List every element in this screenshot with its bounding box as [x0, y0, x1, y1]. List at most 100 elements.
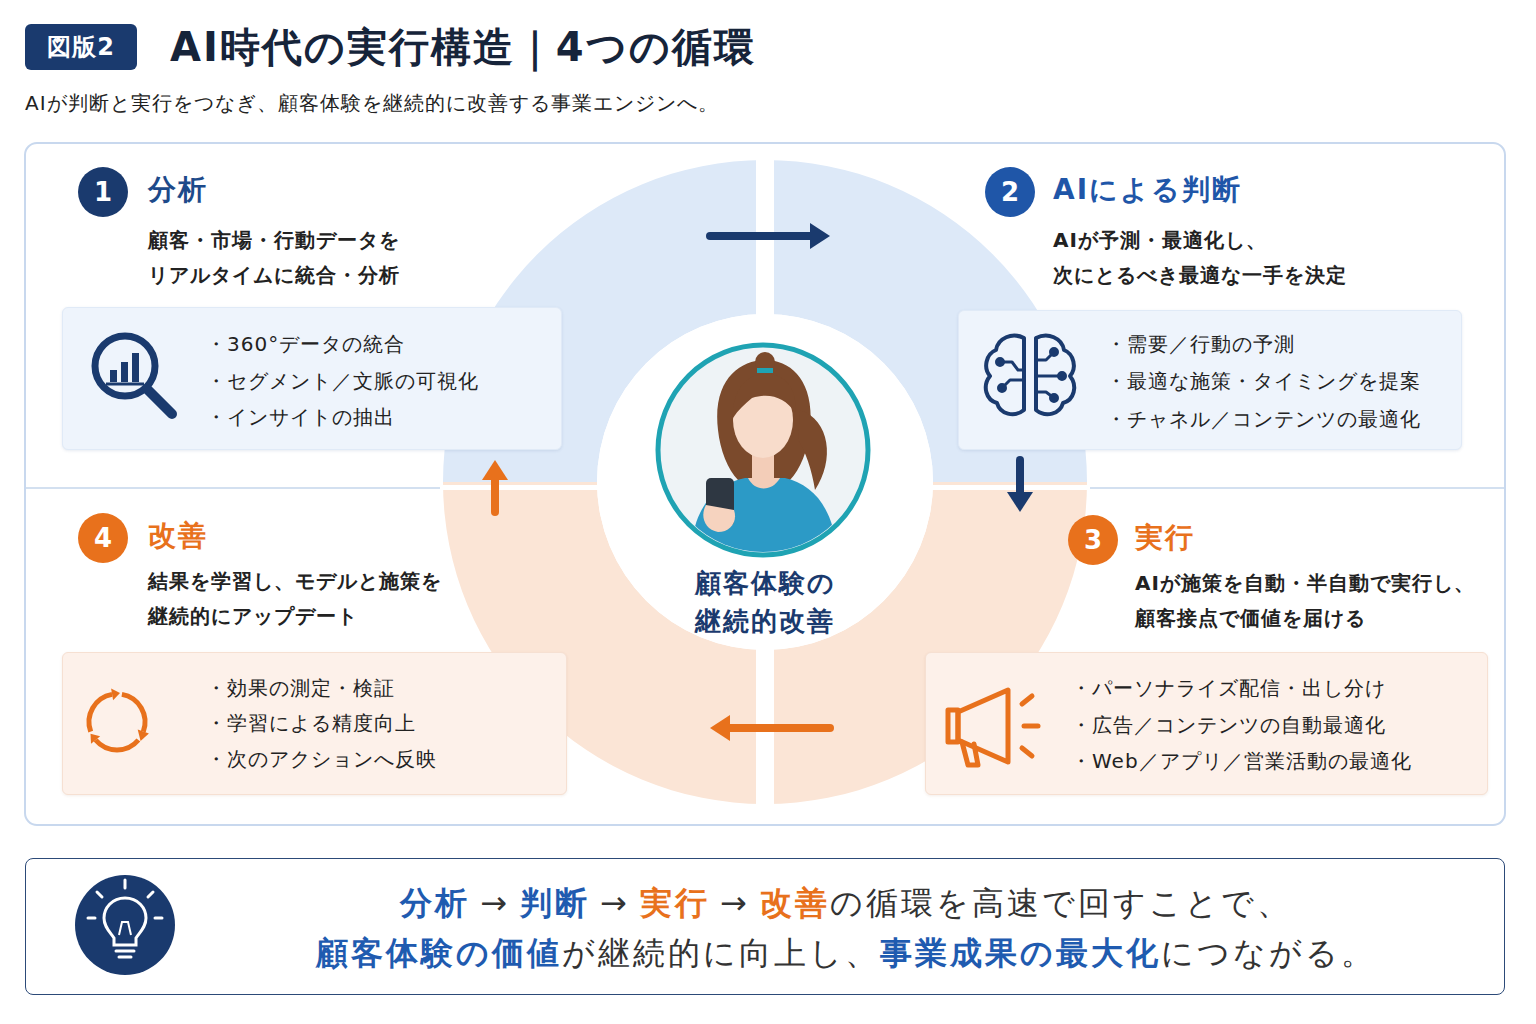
node-dot: [1051, 395, 1057, 401]
bullet-item: ・パーソナライズ配信・出し分け: [1071, 674, 1386, 702]
bullet-item: ・次のアクションへ反映: [206, 745, 437, 773]
flow-arrow: [1007, 460, 1033, 512]
section-body: AIが予測・最適化し、 次にとるべき最適な一手を決定: [1053, 223, 1393, 293]
flow-arrow: [482, 460, 508, 512]
arrow-shaft: [710, 232, 814, 240]
bulb-badge: [75, 875, 175, 975]
step-circle: 1: [78, 167, 128, 217]
ray: [124, 880, 127, 888]
hair-bun: [755, 352, 775, 372]
hair-back: [717, 360, 811, 480]
cycle-head: [111, 689, 120, 701]
bullet-item: ・需要／行動の予測: [1106, 330, 1295, 358]
statement-part: →: [720, 884, 750, 922]
arrow-head: [482, 460, 508, 480]
bar: [121, 362, 128, 382]
node-dot: [997, 359, 1003, 365]
diagram-title: AI時代の実行構造｜4つの循環: [170, 22, 756, 72]
flow-arrow: [710, 223, 830, 249]
neck: [752, 452, 774, 482]
node-dot: [1051, 349, 1057, 355]
ray: [148, 892, 153, 897]
section-heading: 分析: [148, 172, 208, 208]
cycle-arc: [96, 740, 139, 750]
filament: [119, 922, 131, 935]
bulb-base: [119, 956, 131, 959]
section-body: AIが施策を自動・半自動で実行し、 顧客接点で価値を届ける: [1135, 566, 1495, 636]
bullet-box: ・パーソナライズ配信・出し分け・広告／コンテンツの自動最適化・Web／アプリ／営…: [925, 652, 1488, 795]
bullet-item: ・インサイトの抽出: [206, 403, 395, 431]
bullet-item: ・チャネル／コンテンツの最適化: [1106, 405, 1421, 433]
cycle-head: [138, 730, 149, 741]
circuit: [1036, 375, 1062, 378]
phone: [706, 478, 734, 526]
section-body: 結果を学習し、モデルと施策を 継続的にアップデート: [148, 564, 468, 634]
step-circle: 4: [78, 513, 128, 563]
section-panel: 改善結果を学習し、モデルと施策を 継続的にアップデート4・効果の測定・検証・学習…: [60, 512, 710, 800]
bullet-item: ・最適な施策・タイミングを提案: [1106, 367, 1421, 395]
circuit: [1000, 362, 1024, 370]
step-circle: 3: [1068, 515, 1118, 565]
circuit: [1036, 392, 1054, 398]
hair-fringe: [733, 374, 796, 418]
brain-right: [1036, 336, 1074, 415]
bullet-item: ・Web／アプリ／営業活動の最適化: [1071, 747, 1412, 775]
arrow-head: [710, 715, 730, 741]
circuit: [1036, 352, 1054, 360]
bullet-box: ・需要／行動の予測・最適な施策・タイミングを提案・チャネル／コンテンツの最適化: [958, 310, 1462, 450]
ray: [88, 917, 95, 920]
mouthpiece: [948, 710, 958, 742]
callout-number: 2: [1001, 177, 1019, 207]
bullet-box: ・効果の測定・検証・学習による精度向上・次のアクションへ反映: [62, 652, 567, 795]
ray: [97, 892, 102, 897]
figure-badge: 図版2: [25, 24, 137, 70]
hand: [703, 505, 735, 532]
hair-tie: [757, 368, 773, 373]
statement-part: 判断: [520, 884, 590, 922]
arrow-shaft: [726, 724, 830, 732]
bar: [132, 353, 139, 382]
statement-part: 改善: [760, 884, 830, 922]
section-heading: AIによる判断: [1053, 172, 1242, 208]
callout-number: 1: [94, 177, 112, 207]
sound-line: [1024, 724, 1038, 729]
neckline: [748, 478, 780, 489]
cycle-arc: [89, 694, 112, 731]
bullet-box: ・360°データの統合・セグメント／文脈の可視化・インサイトの抽出: [62, 307, 562, 450]
brain-left: [986, 336, 1024, 415]
megaphone-icon: [948, 690, 1038, 765]
cycle-icon: [89, 689, 149, 750]
cycle-head: [91, 734, 101, 744]
horn: [958, 690, 1008, 762]
diagram-subtitle: AIが判断と実行をつなぎ、顧客体験を継続的に改善する事業エンジンへ。: [25, 88, 719, 118]
face: [733, 382, 793, 458]
lens: [95, 336, 155, 396]
bulb-base: [116, 950, 134, 953]
section-panel: 実行AIが施策を自動・半自動で実行し、 顧客接点で価値を届ける3・パーソナライズ…: [830, 512, 1500, 800]
arrow-head: [810, 223, 830, 249]
bullet-item: ・学習による精度向上: [206, 709, 416, 737]
statement-part: の循環を高速で回すことで、: [830, 884, 1292, 922]
person-illustration: [658, 345, 868, 560]
statement-line: 顧客体験の価値が継続的に向上し、事業成果の最大化につながる。: [206, 931, 1486, 975]
baseline: [106, 383, 144, 386]
bullet-item: ・広告／コンテンツの自動最適化: [1071, 711, 1386, 739]
bulb: [104, 898, 146, 945]
body: [690, 478, 838, 560]
arrow-shaft: [1016, 460, 1024, 496]
bullet-item: ・効果の測定・検証: [206, 674, 395, 702]
statement-part: 実行: [640, 884, 710, 922]
statement-part: 事業成果の最大化: [880, 934, 1161, 972]
step-circle: 2: [985, 167, 1035, 217]
sound-line: [1022, 696, 1032, 704]
bullet-item: ・セグメント／文脈の可視化: [206, 367, 479, 395]
flow-arrow: [710, 715, 830, 741]
statement-part: につながる。: [1161, 934, 1376, 972]
main-frame: [25, 143, 1505, 825]
sound-line: [1022, 748, 1032, 756]
ray: [155, 917, 162, 920]
center-circle: 顧客体験の 継続的改善: [597, 314, 933, 650]
bar: [110, 370, 117, 382]
